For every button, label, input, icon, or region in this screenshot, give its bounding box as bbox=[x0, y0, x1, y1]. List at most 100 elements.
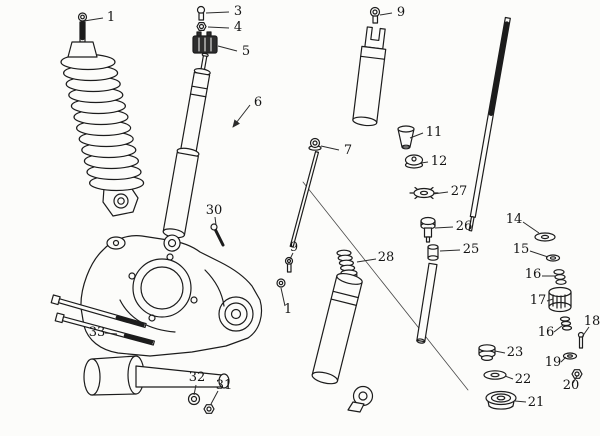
callout-label-16: 16 bbox=[538, 325, 555, 340]
screw-3 bbox=[196, 5, 206, 21]
callout-leader-21 bbox=[514, 400, 527, 403]
callout-leader-14 bbox=[522, 221, 540, 234]
shock-upper-mount bbox=[67, 41, 98, 58]
bolt-30 bbox=[210, 223, 225, 247]
callout-label-9: 9 bbox=[290, 240, 298, 255]
stud-18 bbox=[577, 331, 585, 349]
washer-15 bbox=[545, 254, 561, 262]
small-spring-16a bbox=[553, 269, 567, 285]
flange-nut-7 bbox=[308, 137, 322, 151]
callout-label-33: 33 bbox=[89, 325, 106, 340]
small-spring-16b bbox=[559, 316, 573, 331]
banjo-bolt-26 bbox=[420, 216, 436, 243]
callout-leader-20 bbox=[572, 375, 578, 384]
inner-damper-tube bbox=[416, 262, 438, 344]
callout-label-11: 11 bbox=[426, 125, 443, 140]
callout-label-18: 18 bbox=[584, 314, 600, 329]
callout-label-1: 1 bbox=[284, 302, 292, 317]
callout-label-17: 17 bbox=[530, 293, 547, 308]
callout-leader-30 bbox=[214, 216, 217, 226]
callout-leader-28 bbox=[356, 258, 377, 263]
washer-1-mid bbox=[276, 278, 286, 288]
fork-lower-tube bbox=[311, 272, 374, 413]
bolt-1 bbox=[77, 12, 88, 22]
callout-label-9: 9 bbox=[397, 5, 405, 20]
callout-label-30: 30 bbox=[206, 203, 223, 218]
callout-leader-17 bbox=[546, 298, 554, 302]
callout-label-22: 22 bbox=[515, 372, 532, 387]
callout-leader-5 bbox=[217, 45, 238, 52]
dust-cap-12 bbox=[404, 154, 424, 169]
cone-bushing-11 bbox=[397, 125, 415, 150]
callout-leader-32 bbox=[193, 384, 197, 396]
callout-label-3: 3 bbox=[234, 4, 242, 19]
callout-leader-23 bbox=[494, 350, 506, 354]
fork-upper-tube bbox=[352, 26, 387, 127]
callout-leader-31 bbox=[210, 390, 219, 405]
callout-leader-16 bbox=[553, 324, 564, 333]
push-rod bbox=[468, 16, 511, 232]
pulley-21 bbox=[485, 390, 517, 410]
toothed-washer-27 bbox=[409, 186, 439, 200]
callout-label-31: 31 bbox=[216, 378, 233, 393]
through-bolt-33-upper bbox=[50, 294, 147, 329]
bolt-9-mid bbox=[284, 256, 294, 273]
callout-label-4: 4 bbox=[234, 20, 242, 35]
callout-label-16: 16 bbox=[525, 267, 542, 282]
damper-unit-6 bbox=[162, 52, 211, 252]
shock-absorber-with-coil-spring bbox=[60, 12, 145, 217]
engine-crankcase bbox=[80, 235, 263, 357]
damper-rod-28 bbox=[289, 151, 358, 282]
callout-label-20: 20 bbox=[563, 378, 580, 393]
callout-leader-22 bbox=[504, 375, 514, 380]
swingarm-bracket bbox=[83, 355, 230, 396]
callout-label-15: 15 bbox=[513, 242, 530, 257]
callout-leader-26 bbox=[434, 226, 454, 229]
bushing-23 bbox=[478, 344, 496, 362]
callout-label-12: 12 bbox=[431, 154, 448, 169]
callout-leader-25 bbox=[439, 249, 461, 252]
callout-leader-3 bbox=[205, 11, 230, 14]
callout-leader-27 bbox=[432, 191, 449, 195]
callout-label-23: 23 bbox=[507, 345, 524, 360]
coupling-hub-17 bbox=[548, 286, 572, 313]
callout-leader-1 bbox=[83, 17, 104, 22]
callout-leader-18 bbox=[581, 326, 590, 338]
callout-leader-19 bbox=[560, 356, 567, 363]
assembly-axis-line bbox=[302, 181, 469, 391]
callout-label-6: 6 bbox=[254, 95, 262, 110]
callout-label-27: 27 bbox=[451, 184, 468, 199]
callout-label-5: 5 bbox=[242, 44, 250, 59]
callout-leader-15 bbox=[529, 250, 549, 258]
washer-32 bbox=[187, 392, 201, 406]
callout-label-21: 21 bbox=[528, 395, 545, 410]
callout-leader-11 bbox=[409, 132, 424, 139]
callout-label-7: 7 bbox=[344, 143, 352, 158]
callout-leader-6 bbox=[232, 104, 251, 128]
callout-label-32: 32 bbox=[189, 370, 206, 385]
callout-leader-9 bbox=[289, 252, 294, 260]
washer-22 bbox=[483, 370, 507, 380]
nut-4 bbox=[196, 22, 207, 31]
callout-leader-4 bbox=[207, 26, 230, 29]
callout-label-1: 1 bbox=[107, 10, 115, 25]
nut-31 bbox=[203, 404, 215, 414]
washer-19 bbox=[562, 352, 578, 360]
connector-block-5 bbox=[192, 31, 218, 54]
bolt-9-top bbox=[369, 6, 381, 24]
thrust-washer-14 bbox=[534, 232, 556, 242]
spacer-sleeve-25 bbox=[427, 244, 439, 261]
callout-label-25: 25 bbox=[463, 242, 480, 257]
callout-label-28: 28 bbox=[378, 250, 395, 265]
callout-leader-9 bbox=[379, 12, 393, 16]
callout-label-14: 14 bbox=[506, 212, 523, 227]
callout-leader-12 bbox=[420, 161, 429, 164]
callout-label-26: 26 bbox=[456, 219, 473, 234]
callout-label-19: 19 bbox=[545, 355, 562, 370]
callout-leader-7 bbox=[320, 145, 340, 151]
nut-20 bbox=[571, 369, 583, 379]
callout-leader-1 bbox=[280, 287, 286, 307]
